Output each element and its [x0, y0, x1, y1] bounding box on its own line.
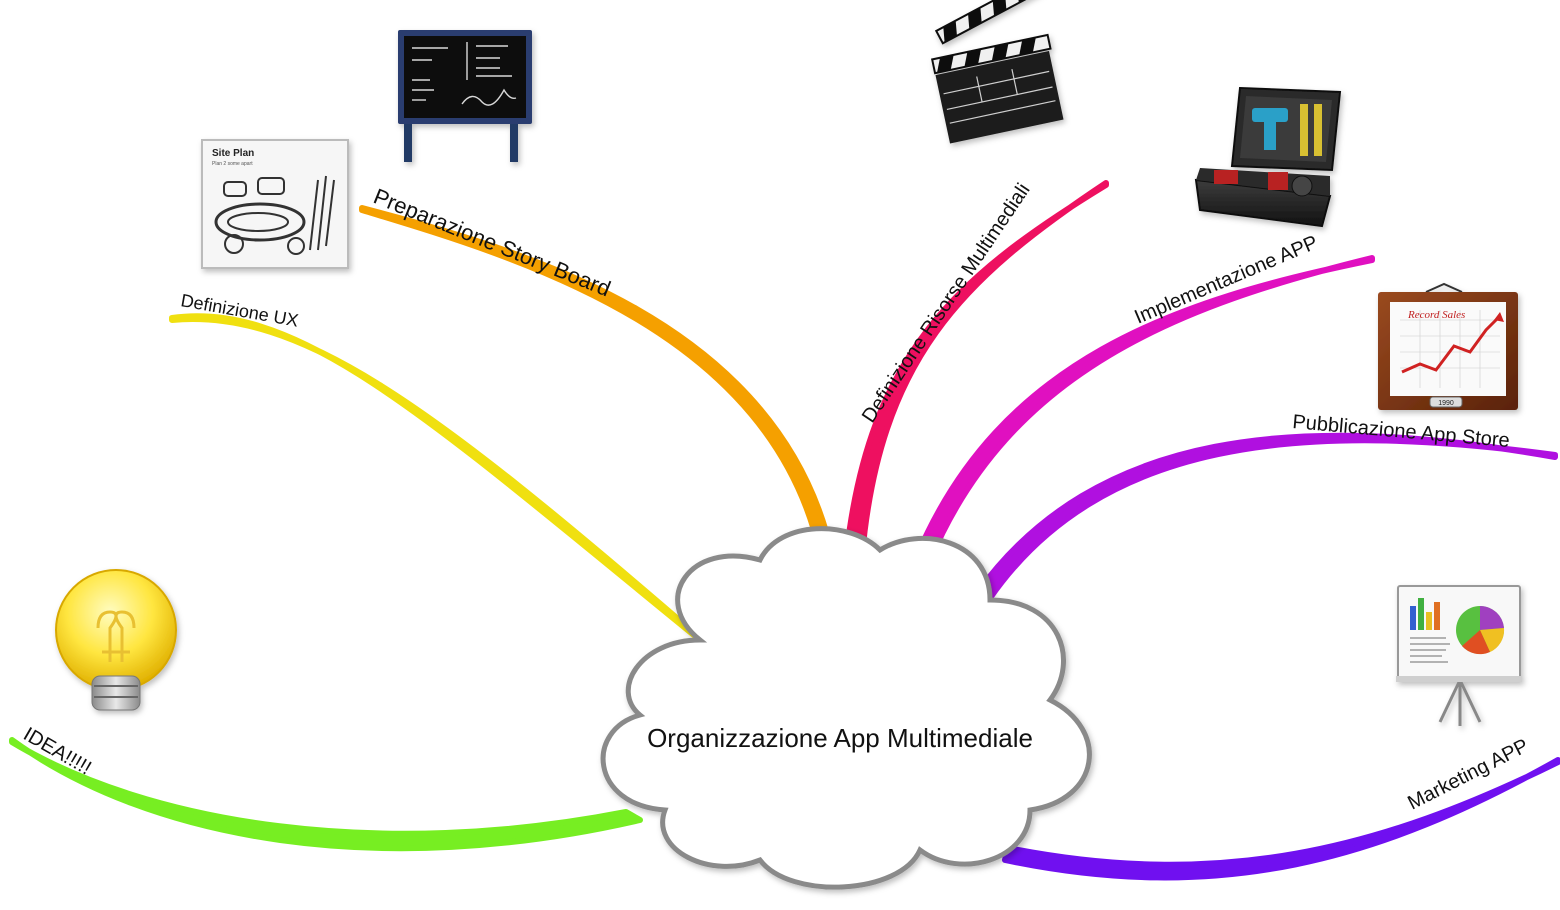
site-plan-title: Site Plan: [212, 148, 254, 159]
central-topic-cloud[interactable]: Organizzazione App Multimediale: [600, 526, 1092, 890]
clapperboard-icon: [930, 0, 1064, 144]
lightbulb-icon: [55, 569, 177, 711]
chalkboard-icon: [398, 30, 532, 162]
branch-line-ux: [169, 313, 703, 643]
site-plan-subtitle: Plan 2 some apart: [212, 161, 253, 167]
sales-chart-title: Record Sales: [1407, 309, 1465, 321]
central-topic-label: Organizzazione App Multimediale: [647, 723, 1033, 753]
sales-chart-icon: Record Sales 1990: [1378, 282, 1518, 410]
branch-label-storyboard[interactable]: Preparazione Story Board: [370, 183, 614, 301]
presentation-icon: [1396, 585, 1522, 726]
sales-chart-year: 1990: [1438, 400, 1454, 407]
branch-label-publish[interactable]: Pubblicazione App Store: [1292, 411, 1511, 452]
branch-line-publish: [975, 432, 1558, 601]
branch-line-idea: [9, 737, 643, 852]
cloud-shape: [600, 526, 1092, 890]
site-plan-icon: Site Plan Plan 2 some apart: [201, 139, 349, 269]
toolbox-icon: [1194, 86, 1342, 228]
branch-label-media[interactable]: Definizione Risorse Multimediali: [858, 180, 1035, 427]
branch-line-storyboard: [359, 205, 835, 558]
